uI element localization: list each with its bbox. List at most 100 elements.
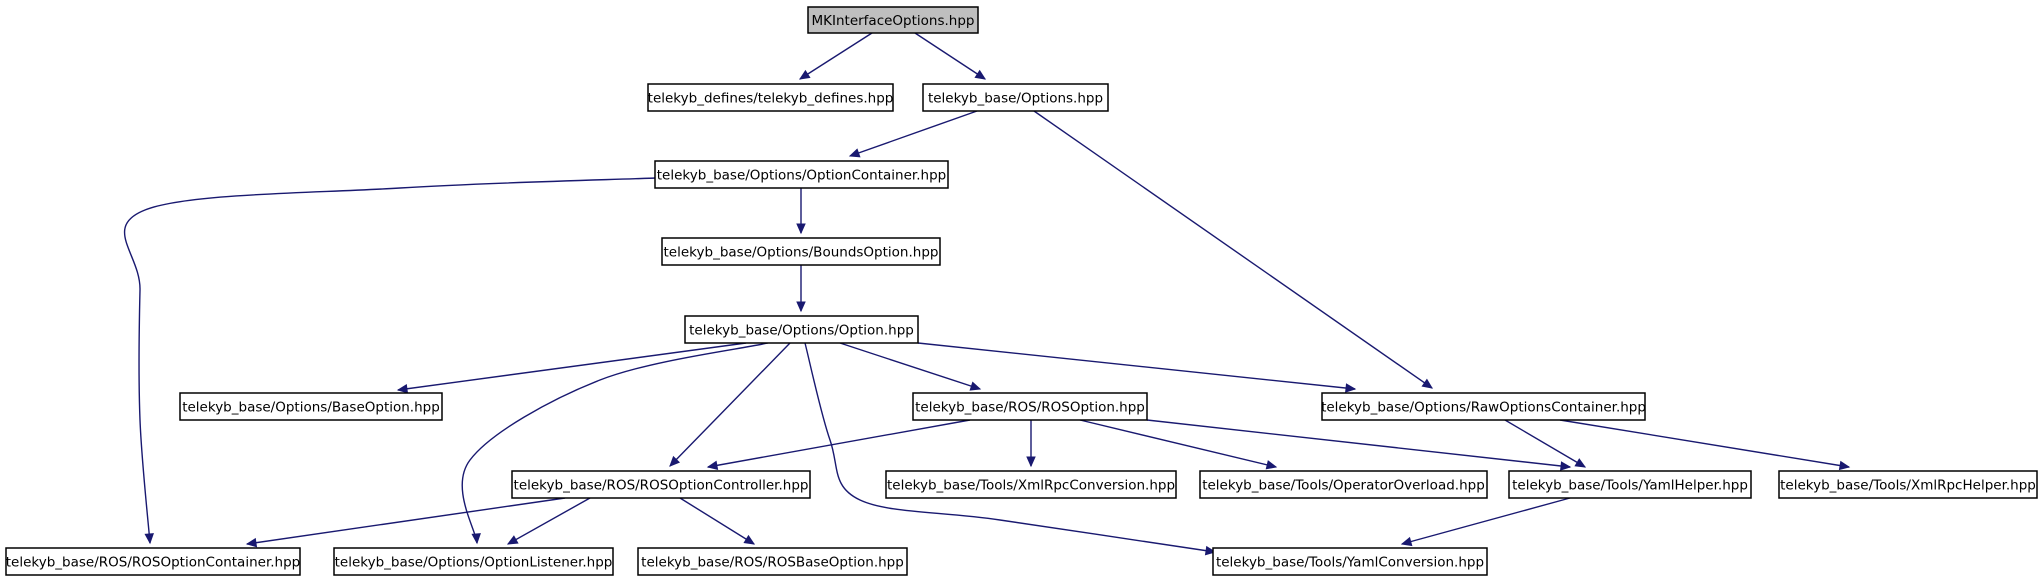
edge-line (1559, 419, 1850, 468)
node-defines[interactable]: telekyb_defines/telekyb_defines.hpp (647, 83, 894, 112)
node-box (1508, 470, 1752, 499)
edge-line (1033, 110, 1433, 389)
arrowhead-icon (396, 384, 409, 394)
arrowhead-icon (974, 69, 987, 80)
edge-line (1146, 419, 1571, 468)
edge-options-to-optcontainer (848, 110, 978, 158)
node-root: MKInterfaceOptions.hpp (807, 6, 979, 34)
arrowhead-icon (1400, 536, 1413, 547)
node-rosbaseopt[interactable]: telekyb_base/ROS/ROSBaseOption.hpp (637, 547, 908, 576)
node-opoverload[interactable]: telekyb_base/Tools/OperatorOverload.hpp (1199, 470, 1488, 499)
node-box (637, 547, 908, 576)
node-box (511, 470, 811, 499)
arrowhead-icon (1560, 461, 1572, 471)
node-box (5, 547, 301, 576)
edge-line (707, 419, 971, 468)
edge-line (804, 342, 1216, 553)
node-label: telekyb_base/Tools/YamlConversion.hpp (1216, 555, 1484, 571)
node-rawopts[interactable]: telekyb_base/Options/RawOptionsContainer… (1321, 392, 1646, 421)
edge-option-to-rosoptctrl (669, 342, 791, 467)
node-label: telekyb_base/Tools/OperatorOverload.hpp (1202, 478, 1485, 494)
node-label: telekyb_base/Options.hpp (928, 91, 1103, 107)
edge-rosoptctrl-to-optlistener (506, 497, 591, 545)
edge-line (507, 497, 591, 545)
node-box (1778, 470, 2038, 499)
edge-option-to-yamlconv (804, 342, 1217, 556)
node-bounds[interactable]: telekyb_base/Options/BoundsOption.hpp (661, 237, 941, 266)
arrowhead-icon (796, 301, 806, 313)
arrowhead-icon (506, 535, 519, 545)
node-box (1321, 392, 1646, 421)
arrowhead-icon (706, 460, 719, 471)
edge-options-to-rawopts (1033, 110, 1434, 389)
edge-line (1504, 419, 1586, 468)
arrowhead-icon (1421, 378, 1434, 389)
node-label: MKInterfaceOptions.hpp (811, 13, 974, 29)
edge-line (461, 342, 769, 544)
node-label: telekyb_base/ROS/ROSOptionContainer.hpp (6, 555, 301, 571)
node-optcontainer[interactable]: telekyb_base/Options/OptionContainer.hpp (654, 160, 949, 189)
arrowhead-icon (743, 534, 756, 545)
node-label: telekyb_base/Options/OptionContainer.hpp (657, 168, 946, 184)
node-box (654, 160, 949, 189)
arrowhead-icon (1026, 456, 1036, 468)
node-yamlconv[interactable]: telekyb_base/Tools/YamlConversion.hpp (1212, 547, 1488, 576)
node-label: telekyb_base/Tools/YamlHelper.hpp (1512, 478, 1748, 494)
node-label: telekyb_base/Options/BoundsOption.hpp (664, 245, 939, 261)
node-yamlhelper[interactable]: telekyb_base/Tools/YamlHelper.hpp (1508, 470, 1752, 499)
arrowhead-icon (1345, 383, 1357, 393)
edge-option-to-rosoption (839, 342, 982, 391)
edge-rosoption-to-xmlrpcconv (1026, 420, 1036, 468)
node-label: telekyb_base/ROS/ROSBaseOption.hpp (641, 555, 904, 571)
node-optlistener[interactable]: telekyb_base/Options/OptionListener.hpp (333, 547, 614, 576)
arrowhead-icon (1265, 460, 1278, 470)
node-options[interactable]: telekyb_base/Options.hpp (922, 83, 1109, 112)
node-xmlrpchelper[interactable]: telekyb_base/Tools/XmlRpcHelper.hpp (1778, 470, 2038, 499)
edge-line (917, 342, 1356, 390)
edge-option-to-optlistener (461, 342, 769, 545)
node-box (647, 83, 894, 112)
arrowhead-icon (848, 148, 861, 158)
edge-root-to-options (914, 32, 987, 80)
node-box (912, 392, 1148, 421)
arrowhead-icon (798, 69, 811, 80)
edge-rosoption-to-yamlhelper (1146, 419, 1572, 471)
edge-line (839, 342, 981, 390)
edge-line (1401, 497, 1571, 545)
node-label: telekyb_base/Options/RawOptionsContainer… (1321, 400, 1646, 416)
node-label: telekyb_base/Tools/XmlRpcConversion.hpp (887, 478, 1175, 494)
node-label: telekyb_base/Tools/XmlRpcHelper.hpp (1780, 478, 2036, 494)
node-rosoptctrl[interactable]: telekyb_base/ROS/ROSOptionController.hpp (511, 470, 811, 499)
nodes-layer: MKInterfaceOptions.hpp telekyb_defines/te… (5, 6, 2038, 576)
node-rosoptcont[interactable]: telekyb_base/ROS/ROSOptionContainer.hpp (5, 547, 301, 576)
edge-option-to-baseoption (396, 342, 747, 394)
node-option[interactable]: telekyb_base/Options/Option.hpp (684, 315, 919, 344)
node-box (1212, 547, 1488, 576)
edge-line (679, 497, 755, 545)
edge-rawopts-to-xmlrpchelper (1559, 419, 1851, 471)
node-baseoption[interactable]: telekyb_base/Options/BaseOption.hpp (179, 392, 443, 421)
edge-rosoption-to-opoverload (1079, 419, 1278, 470)
arrowhead-icon (669, 455, 681, 467)
arrowhead-icon (1838, 460, 1851, 471)
edge-line (1079, 419, 1277, 468)
edge-bounds-to-option (796, 265, 806, 313)
node-label: telekyb_base/Options/BaseOption.hpp (182, 400, 440, 416)
edge-line (849, 110, 978, 157)
node-box (922, 83, 1109, 112)
node-xmlrpcconv[interactable]: telekyb_base/Tools/XmlRpcConversion.hpp (885, 470, 1177, 499)
arrowhead-icon (144, 533, 154, 545)
node-label: telekyb_defines/telekyb_defines.hpp (648, 91, 894, 107)
node-box (684, 315, 919, 344)
node-rosoption[interactable]: telekyb_base/ROS/ROSOption.hpp (912, 392, 1148, 421)
edge-line (397, 342, 747, 391)
edge-line (799, 32, 873, 80)
node-label: telekyb_base/Options/OptionListener.hpp (335, 555, 613, 571)
edge-option-to-rawopts (917, 342, 1357, 393)
node-box (179, 392, 443, 421)
edge-line (246, 497, 566, 545)
arrowhead-icon (245, 537, 258, 548)
node-label: telekyb_base/ROS/ROSOptionController.hpp (514, 478, 809, 494)
edge-rawopts-to-yamlhelper (1504, 419, 1587, 468)
